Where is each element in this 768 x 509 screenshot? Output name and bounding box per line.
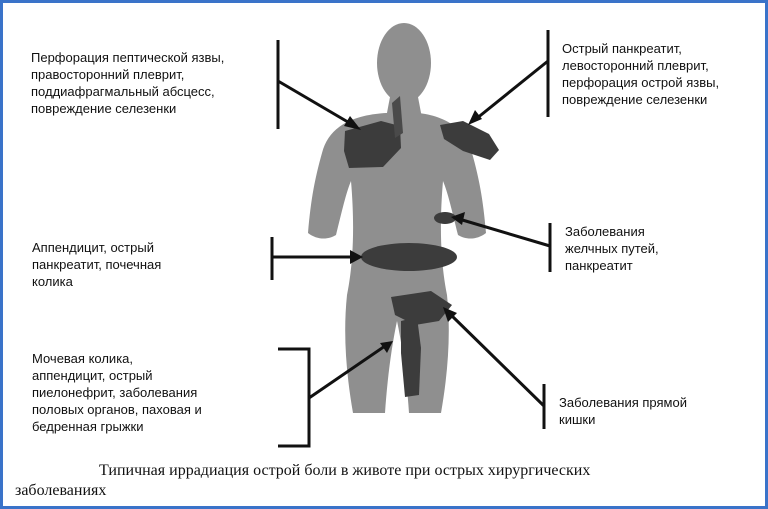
- annotation-mid-left: Аппендицит, острый панкреатит, почечная …: [32, 240, 162, 289]
- annotation-top-left: Перфорация пептической язвы, правосторон…: [31, 50, 225, 116]
- pain-zone-epigastric: [434, 212, 456, 224]
- annotation-mid-right: Заболевания желчных путей, панкреатит: [565, 224, 659, 273]
- pain-zone-groin-stripe: [401, 317, 421, 397]
- figure-caption-line-1: Типичная иррадиация острой боли в животе…: [99, 462, 591, 479]
- arrowhead-bottom-left: [380, 341, 393, 353]
- annotation-bottom-right: Заболевания прямой кишки: [559, 395, 687, 427]
- figure-caption-line-2: заболеваниях: [15, 482, 107, 499]
- annotation-bottom-left: Мочевая колика, аппендицит, острый пиело…: [32, 351, 202, 434]
- pain-zone-lower-abdomen: [391, 291, 452, 325]
- arrowhead-top-left: [344, 116, 361, 130]
- body-diagram: [270, 23, 552, 448]
- pointer-lines: [270, 30, 552, 448]
- pain-zone-umbilical: [361, 243, 457, 271]
- pain-zone-right-shoulder: [344, 121, 401, 168]
- pain-zone-neck-stripe: [392, 96, 403, 138]
- arrowhead-top-right: [468, 110, 482, 125]
- pain-zone-left-shoulder: [440, 121, 499, 160]
- arrowheads: [344, 110, 482, 353]
- pain-zones: [344, 96, 499, 397]
- annotation-top-right: Острый панкреатит, левосторонний плеврит…: [562, 41, 720, 107]
- arrowhead-mid-right: [451, 212, 465, 225]
- arrowhead-mid-left: [350, 250, 363, 264]
- arrowhead-bottom-right: [443, 307, 457, 322]
